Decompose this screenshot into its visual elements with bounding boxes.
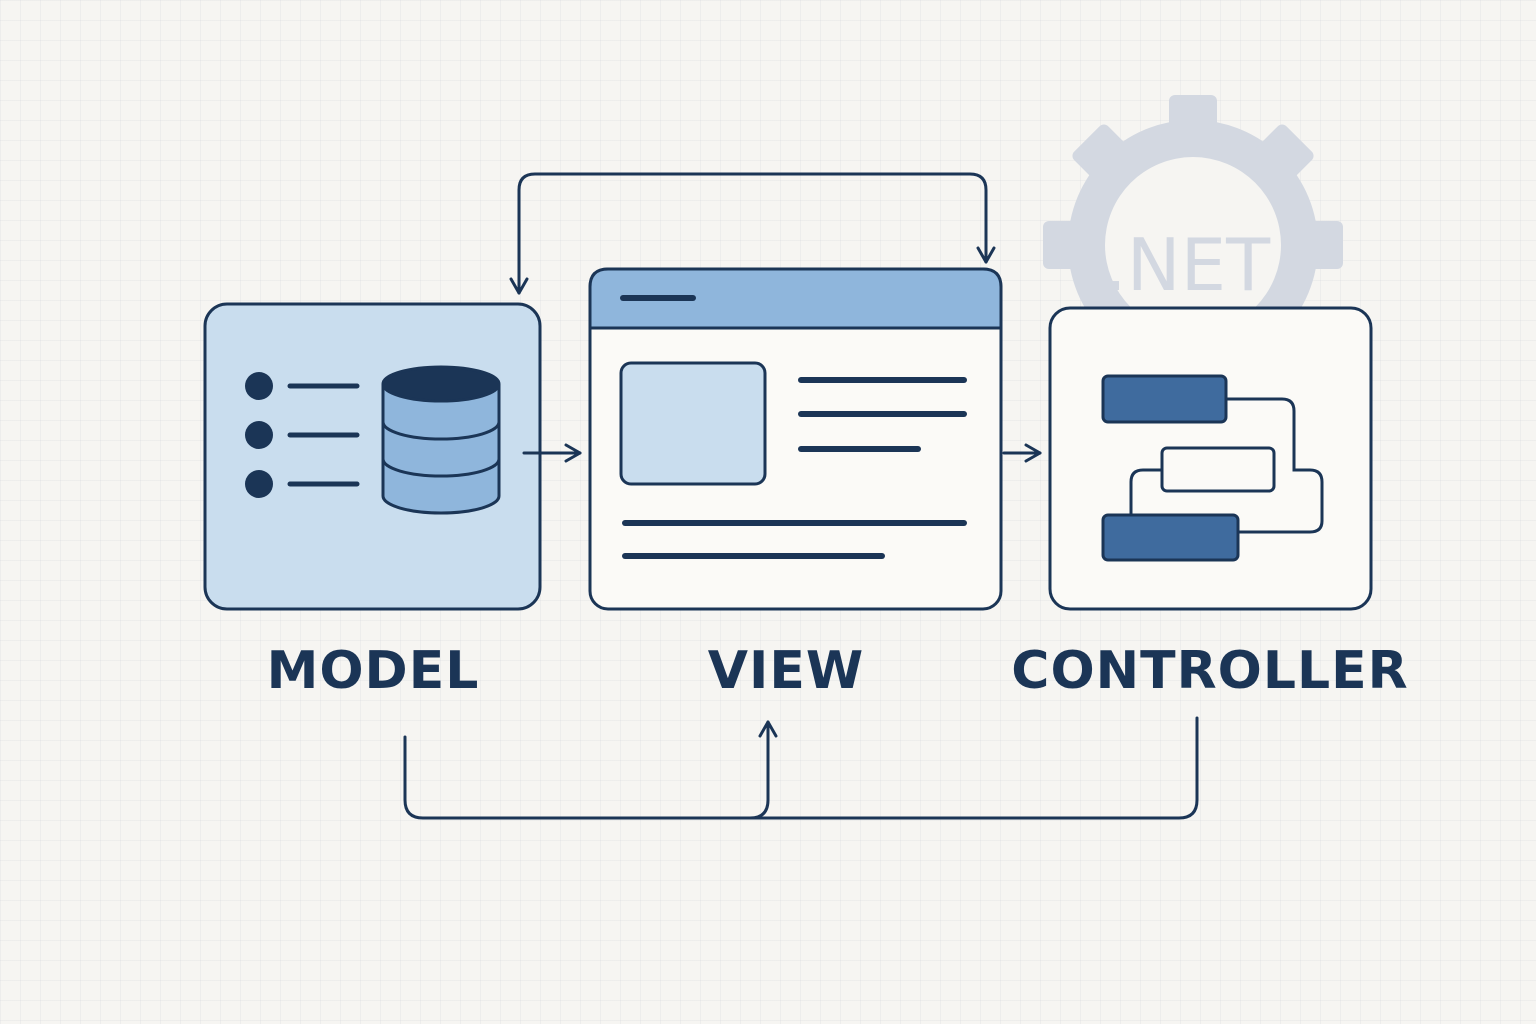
view-box xyxy=(588,267,1003,611)
browser-window-icon xyxy=(588,267,1003,611)
dotnet-logo-text: .NET xyxy=(1104,223,1271,307)
bottom-connector xyxy=(403,716,1199,820)
flowchart-icon xyxy=(1101,374,1324,562)
view-label: VIEW xyxy=(708,641,864,701)
top-connector-arrow xyxy=(509,172,996,295)
bottom-to-view-arrow xyxy=(748,720,778,820)
model-label: MODEL xyxy=(267,641,480,701)
controller-label: CONTROLLER xyxy=(1011,641,1408,701)
database-icon xyxy=(381,365,501,515)
controller-box xyxy=(1048,306,1373,611)
list-icon xyxy=(245,372,360,498)
model-box xyxy=(203,302,542,611)
